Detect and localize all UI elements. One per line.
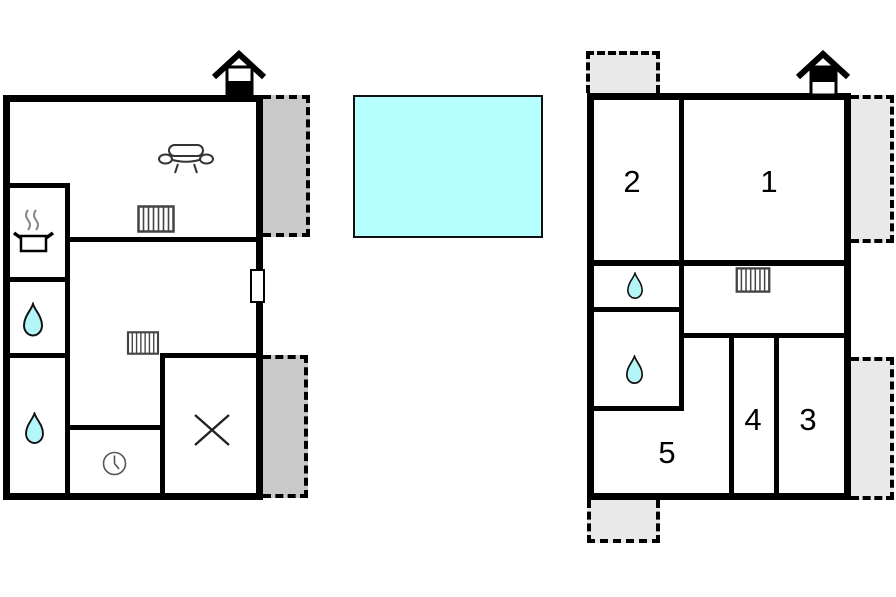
wall — [3, 183, 70, 188]
wall — [65, 425, 165, 430]
wall — [587, 93, 851, 100]
water-drop-icon — [23, 302, 43, 337]
wall — [3, 353, 70, 358]
wall — [594, 307, 684, 312]
water-drop-icon — [25, 412, 44, 444]
sofa-icon — [158, 143, 214, 176]
wall — [774, 338, 779, 493]
wall — [844, 93, 851, 500]
radiator-icon — [126, 331, 160, 355]
wall — [65, 183, 70, 498]
wall — [679, 100, 684, 411]
chimney-icon — [796, 50, 850, 97]
radiator-icon — [735, 267, 771, 293]
room-label-3: 3 — [799, 402, 817, 437]
clock-icon — [102, 451, 127, 476]
chimney-icon — [212, 50, 266, 97]
room-label-2: 2 — [623, 164, 641, 199]
wall — [160, 353, 263, 358]
terrace-lower-right — [263, 355, 308, 498]
wall — [3, 95, 10, 500]
wall — [594, 260, 844, 266]
balcony-top-left — [586, 51, 660, 93]
wall — [3, 493, 263, 500]
water-drop-icon — [625, 355, 644, 384]
wall — [684, 333, 844, 338]
window-marker — [250, 269, 265, 303]
room-label-5: 5 — [658, 435, 676, 470]
wall — [587, 93, 594, 500]
wall — [594, 406, 684, 411]
radiator-icon — [137, 205, 175, 233]
water-drop-icon — [627, 272, 643, 299]
wall — [65, 237, 263, 242]
balcony-bottom-left — [587, 500, 660, 543]
room-label-4: 4 — [744, 402, 762, 437]
balcony-bottom-right — [851, 357, 894, 500]
wall — [587, 493, 851, 500]
stairs-cross-icon — [192, 412, 232, 448]
balcony-top-right — [851, 95, 894, 243]
room-label-1: 1 — [760, 164, 778, 199]
wall — [3, 95, 263, 102]
wall — [3, 277, 70, 282]
terrace-upper-right — [263, 95, 310, 237]
swimming-pool — [353, 95, 543, 238]
wall — [729, 338, 734, 493]
stove-icon — [12, 207, 54, 255]
